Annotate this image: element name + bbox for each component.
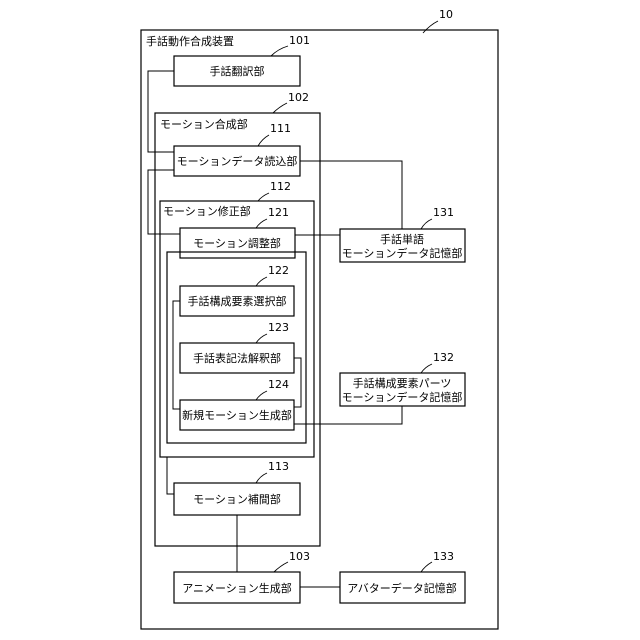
sign-translation-label: 手話翻訳部 <box>210 64 265 78</box>
translation-to-reader-connector <box>148 71 174 152</box>
parts-motion-storage-ref: 132 <box>433 351 454 364</box>
motion-correction-ref: 112 <box>270 180 291 193</box>
animation-generation-leader <box>274 562 288 572</box>
parts-motion-storage-line1: 手話構成要素パーツ <box>353 376 452 390</box>
word-motion-storage-line2: モーションデータ記憶部 <box>342 246 463 260</box>
parts-motion-storage-line2: モーションデータ記憶部 <box>342 390 463 404</box>
component-selection-leader <box>256 277 267 286</box>
reader-to-adjustment-connector <box>148 170 180 234</box>
component-selection-label: 手話構成要素選択部 <box>188 294 287 308</box>
sign-translation-ref: 101 <box>289 34 310 47</box>
correction-to-interpolation-connector <box>167 457 174 494</box>
new-motion-generation-leader <box>256 391 267 400</box>
new-motion-generation-ref: 124 <box>268 378 289 391</box>
sign-translation-leader <box>271 46 288 56</box>
word-motion-storage-ref: 131 <box>433 206 454 219</box>
motion-adjustment-leader <box>256 219 267 228</box>
motion-data-reader-leader <box>258 135 269 146</box>
selection-bus-connector <box>173 301 180 409</box>
motion-synthesis-title: モーション合成部 <box>160 117 248 131</box>
notation-interpretation-label: 手話表記法解釈部 <box>193 351 281 365</box>
generation-to-parts-storage-connector <box>294 406 402 424</box>
motion-adjustment-label: モーション調整部 <box>193 236 281 250</box>
motion-data-reader-label: モーションデータ読込部 <box>177 154 298 168</box>
word-motion-storage-leader <box>421 219 432 229</box>
motion-interpolation-leader <box>256 473 267 483</box>
motion-correction-leader <box>258 193 269 201</box>
avatar-storage-leader <box>421 562 432 572</box>
motion-interpolation-ref: 113 <box>268 460 289 473</box>
device-ref: 10 <box>439 8 453 21</box>
reader-to-word-storage-connector <box>300 161 402 229</box>
device-leader <box>423 21 438 33</box>
animation-generation-label: アニメーション生成部 <box>182 581 292 595</box>
avatar-storage-ref: 133 <box>433 550 454 563</box>
motion-correction-title: モーション修正部 <box>163 204 251 218</box>
motion-data-reader-ref: 111 <box>270 122 291 135</box>
notation-interpretation-leader <box>256 334 267 343</box>
component-selection-ref: 122 <box>268 264 289 277</box>
parts-motion-storage-leader <box>421 364 432 373</box>
word-motion-storage-line1: 手話単語 <box>380 232 424 246</box>
motion-synthesis-ref: 102 <box>288 91 309 104</box>
motion-synthesis-frame <box>155 113 320 546</box>
motion-adjustment-ref: 121 <box>268 206 289 219</box>
device-title: 手話動作合成装置 <box>146 34 234 48</box>
motion-synthesis-leader <box>273 103 287 113</box>
motion-interpolation-label: モーション補間部 <box>193 492 281 506</box>
animation-generation-ref: 103 <box>289 550 310 563</box>
notation-bus-connector <box>294 358 301 407</box>
avatar-storage-label: アバターデータ記憶部 <box>347 581 457 595</box>
notation-interpretation-ref: 123 <box>268 321 289 334</box>
new-motion-generation-label: 新規モーション生成部 <box>182 408 292 422</box>
